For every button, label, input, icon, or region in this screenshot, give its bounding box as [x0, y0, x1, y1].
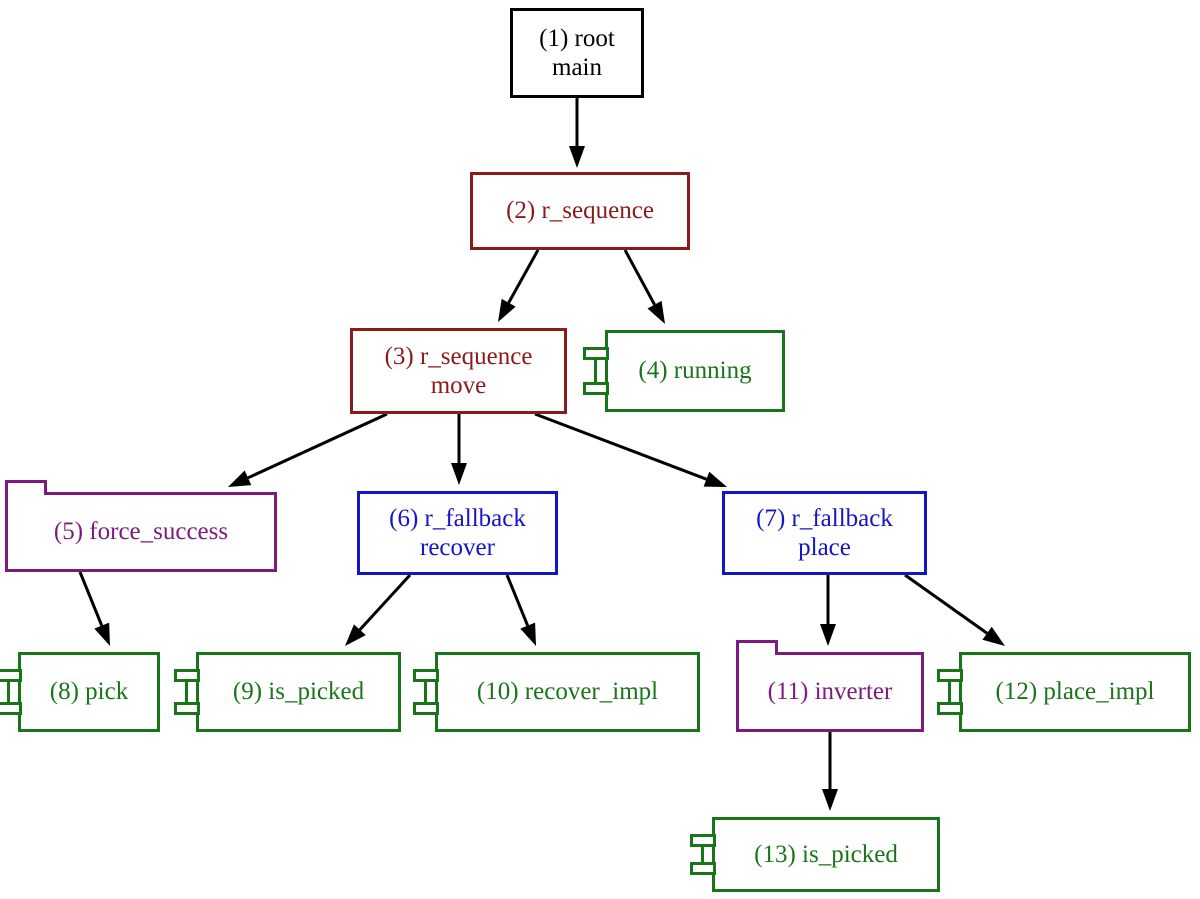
component-port-bottom-icon — [174, 702, 200, 715]
tree-node-label: (11) inverter — [767, 678, 893, 706]
component-bar-icon — [594, 349, 597, 393]
edge-6-to-9 — [345, 573, 412, 646]
tree-node-label: (4) running — [638, 357, 752, 385]
component-bar-icon — [185, 671, 188, 713]
decorator-tab-icon — [736, 640, 778, 655]
component-port-top-icon — [690, 834, 716, 847]
edge-6-to-10 — [505, 574, 536, 646]
tree-node-3[interactable]: (3) r_sequence move — [350, 328, 567, 414]
tree-node-8[interactable]: (8) pick — [0, 652, 160, 732]
edge-3-to-5 — [228, 412, 388, 487]
tree-node-label: (8) pick — [49, 678, 129, 706]
edge-7-to-12 — [904, 573, 1005, 646]
component-bar-icon — [424, 671, 427, 713]
tree-node-label: (9) is_picked — [232, 678, 365, 706]
edge-1-to-2 — [569, 98, 585, 168]
tree-node-6[interactable]: (6) r_fallback recover — [357, 491, 558, 575]
edge-7-to-11 — [820, 575, 836, 646]
tree-node-label: (10) recover_impl — [476, 678, 659, 706]
edge-3-to-6 — [451, 414, 467, 485]
component-port-top-icon — [937, 669, 963, 682]
component-port-bottom-icon — [937, 702, 963, 715]
tree-node-label: (3) r_sequence move — [384, 342, 533, 400]
edge-2-to-3 — [498, 249, 540, 322]
component-port-top-icon — [174, 669, 200, 682]
decorator-tab-icon — [5, 480, 47, 495]
tree-node-9[interactable]: (9) is_picked — [174, 652, 401, 732]
component-port-bottom-icon — [690, 862, 716, 875]
tree-node-label: (7) r_fallback place — [756, 504, 893, 562]
edge-11-to-13 — [822, 732, 838, 811]
tree-node-label: (6) r_fallback recover — [389, 504, 526, 562]
component-port-bottom-icon — [583, 382, 609, 395]
tree-node-label: (2) r_sequence — [506, 197, 654, 225]
tree-node-13[interactable]: (13) is_picked — [690, 817, 940, 892]
edge-2-to-4 — [623, 249, 665, 324]
tree-node-7[interactable]: (7) r_fallback place — [722, 491, 927, 575]
tree-node-label: (13) is_picked — [754, 840, 898, 868]
tree-node-label: (12) place_impl — [995, 678, 1155, 706]
tree-node-label: (5) force_success — [53, 518, 229, 546]
tree-node-5[interactable]: (5) force_success — [5, 480, 277, 572]
tree-node-11[interactable]: (11) inverter — [736, 640, 924, 732]
component-port-top-icon — [583, 347, 609, 360]
tree-node-10[interactable]: (10) recover_impl — [413, 652, 700, 732]
tree-node-2[interactable]: (2) r_sequence — [470, 172, 690, 250]
edge-3-to-7 — [534, 412, 727, 487]
edge-5-to-8 — [78, 571, 110, 646]
component-bar-icon — [7, 671, 10, 713]
component-port-top-icon — [413, 669, 439, 682]
tree-node-12[interactable]: (12) place_impl — [937, 652, 1191, 732]
component-bar-icon — [948, 671, 951, 713]
component-port-bottom-icon — [0, 702, 22, 715]
component-port-top-icon — [0, 669, 22, 682]
tree-node-label: (1) root main — [539, 24, 615, 82]
tree-node-1[interactable]: (1) root main — [510, 8, 644, 98]
component-bar-icon — [701, 836, 704, 873]
tree-node-4[interactable]: (4) running — [583, 330, 785, 412]
component-port-bottom-icon — [413, 702, 439, 715]
